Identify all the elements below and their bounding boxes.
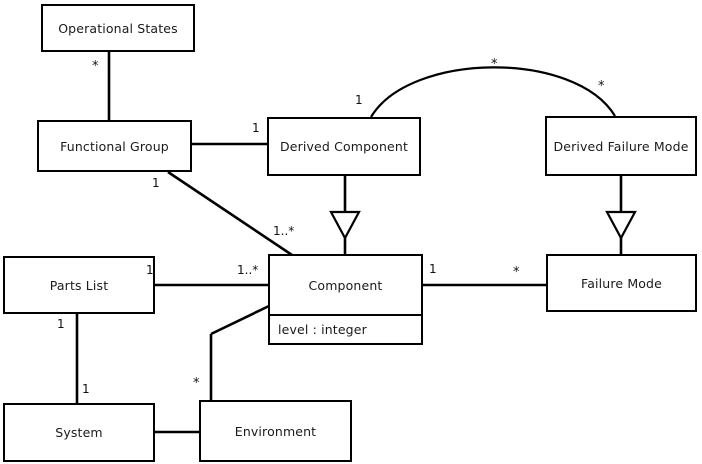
class-name-derived-failure-mode: Derived Failure Mode [553,138,689,154]
multiplicity-environment-up: * [193,376,200,391]
multiplicity-system-up: 1 [82,382,90,396]
multiplicity-functional-group-diagonal: 1 [152,176,160,190]
multiplicity-failure-mode-left: * [513,265,520,280]
multiplicity-arc-apex: * [491,57,498,72]
multiplicity-parts-list-down: 1 [57,317,65,331]
multiplicity-parts-list-right: 1 [146,263,154,277]
class-name-component: Component [308,277,383,293]
class-name-derived-component: Derived Component [279,139,409,154]
generalization-triangle-derived-component [329,210,361,241]
class-box-operational-states[interactable]: Operational States [41,4,195,52]
class-box-functional-group[interactable]: Functional Group [37,120,192,172]
edge-derived-component-derived-failure-mode [370,66,616,118]
multiplicity-operational-states-functional-group: * [92,59,99,74]
class-box-parts-list[interactable]: Parts List [3,256,155,314]
class-name-parts-list: Parts List [49,277,109,293]
generalization-triangle-derived-failure-mode [605,210,637,241]
multiplicity-derived-failure-mode-arc: * [598,79,605,94]
class-name-operational-states: Operational States [58,20,178,36]
class-name-system: System [55,425,103,440]
class-box-component[interactable]: Component level : integer [268,254,423,345]
multiplicity-functional-group-derived-component: 1 [252,121,260,135]
class-box-derived-component[interactable]: Derived Component [267,117,421,176]
multiplicity-component-right: 1 [429,262,437,276]
class-name-functional-group: Functional Group [60,138,169,154]
class-name-environment: Environment [234,423,317,439]
class-box-derived-failure-mode[interactable]: Derived Failure Mode [545,116,697,176]
multiplicity-derived-component-arc: 1 [355,93,363,107]
class-attribute-component-level: level : integer [270,314,421,343]
class-box-system[interactable]: System [3,403,155,462]
multiplicity-functional-group-component: 1..* [273,224,295,238]
multiplicity-component-left: 1..* [237,263,259,277]
class-box-environment[interactable]: Environment [199,400,352,462]
class-box-failure-mode[interactable]: Failure Mode [546,254,697,312]
class-name-failure-mode: Failure Mode [581,275,662,291]
edge-functional-group-component [167,170,293,257]
edge-environment-component-diagonal [210,304,270,336]
